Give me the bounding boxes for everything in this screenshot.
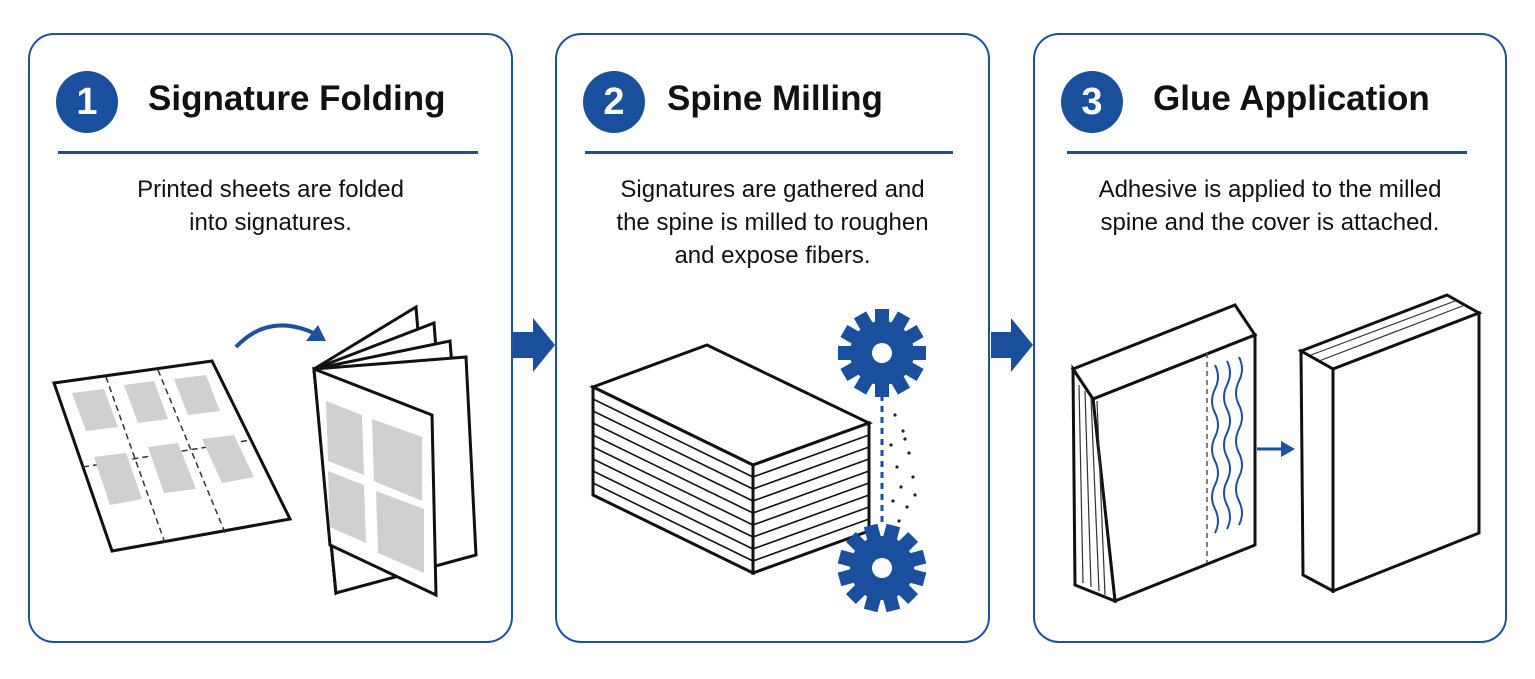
glue-illustration: [1070, 293, 1483, 604]
description-line: spine and the cover is attached.: [1100, 209, 1440, 236]
description-line: Adhesive is applied to the milled: [1098, 176, 1442, 203]
gear-icon: [838, 309, 926, 397]
step-number-badge: 1: [56, 71, 118, 133]
title-divider: [585, 151, 953, 154]
description-line: the spine is milled to roughen: [616, 209, 929, 236]
step-title: Spine Milling: [667, 79, 883, 118]
step-number-badge: 3: [1061, 71, 1123, 133]
printed-sheet-icon: [51, 359, 293, 553]
step-description: Printed sheets are folded into signature…: [30, 173, 511, 239]
attach-arrow-icon: [1257, 441, 1295, 457]
right-arrow-icon: [513, 318, 555, 372]
step-panel-3: 3 Glue Application Adhesive is applied t…: [1033, 33, 1507, 643]
glue-waves-icon: [1211, 356, 1243, 534]
gear-icon: [837, 523, 927, 613]
milling-dust: [889, 413, 917, 523]
description-line: and expose fibers.: [674, 242, 871, 269]
signature-stack-icon: [589, 343, 873, 576]
step-panel-1: 1 Signature Folding Printed sheets are f…: [28, 33, 513, 643]
description-line: Printed sheets are folded: [137, 176, 404, 203]
description-line: Signatures are gathered and: [620, 176, 925, 203]
step-title: Signature Folding: [148, 79, 446, 118]
book-block-icon: [1070, 303, 1258, 604]
folded-signature-icon: [312, 304, 478, 598]
finished-book-icon: [1297, 293, 1483, 594]
folding-illustration: [51, 304, 478, 598]
step-number-badge: 2: [583, 71, 645, 133]
curved-arrow-icon: [234, 323, 326, 349]
milling-illustration: [589, 309, 927, 613]
step-title: Glue Application: [1153, 79, 1430, 118]
title-divider: [58, 151, 478, 154]
step-description: Signatures are gathered and the spine is…: [557, 173, 988, 272]
step-panel-2: 2 Spine Milling Signatures are gathered …: [555, 33, 990, 643]
title-divider: [1067, 151, 1467, 154]
step-description: Adhesive is applied to the milled spine …: [1035, 173, 1505, 239]
description-line: into signatures.: [189, 209, 352, 236]
right-arrow-icon: [991, 318, 1033, 372]
